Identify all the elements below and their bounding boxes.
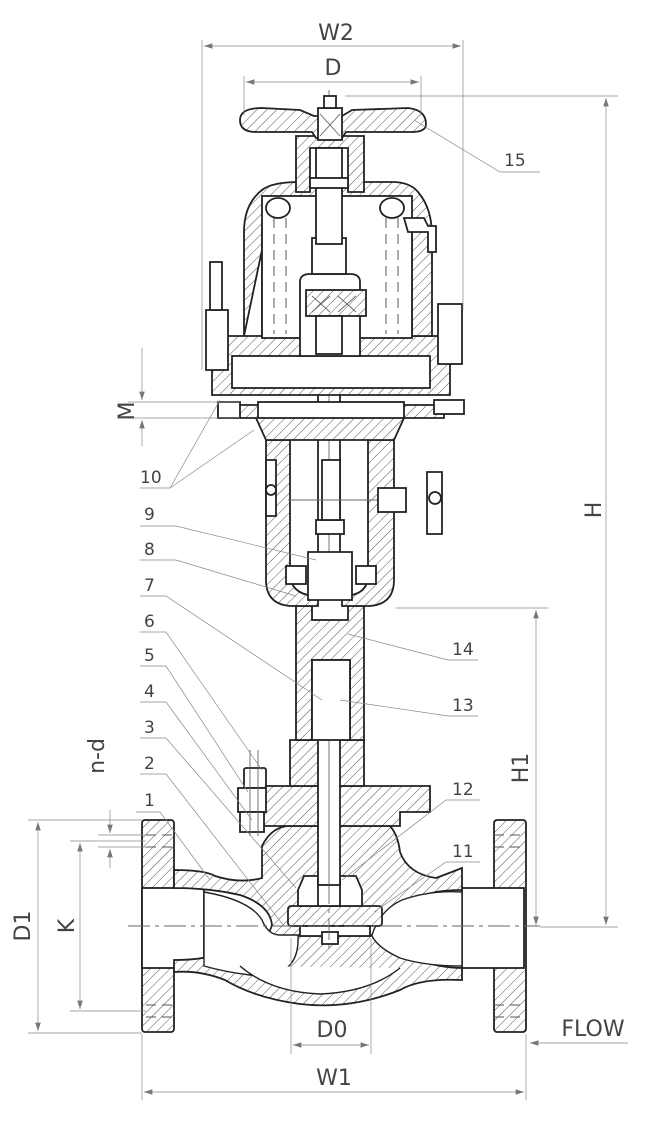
dim-h1-label: H1 (509, 753, 534, 784)
flow-label: FLOW (561, 1017, 624, 1042)
dim-nd-label: n-d (85, 738, 110, 774)
leader-lines (136, 119, 540, 927)
handwheel (239, 95, 427, 141)
part-number-7: 7 (144, 576, 155, 596)
part-number-labels: 15 14 13 12 11 10 9 8 7 6 5 4 3 2 1 (140, 151, 526, 862)
part-number-2: 2 (144, 754, 155, 774)
part-number-13: 13 (452, 696, 474, 716)
dim-w2-label: W2 (318, 21, 354, 46)
dim-m-label: M (115, 402, 140, 421)
part-number-5: 5 (144, 646, 155, 666)
part-number-3: 3 (144, 718, 155, 738)
dim-d1-label: D1 (11, 911, 36, 942)
dim-d-label: D (325, 56, 342, 81)
part-number-10: 10 (140, 468, 162, 488)
part-number-11: 11 (452, 842, 474, 862)
part-number-12: 12 (452, 780, 474, 800)
stem-assembly (265, 364, 443, 886)
part-number-15: 15 (504, 151, 526, 171)
part-number-1: 1 (144, 791, 155, 811)
dim-h-label: H (582, 502, 607, 519)
part-number-6: 6 (144, 612, 155, 632)
actuator (205, 135, 465, 441)
dim-d0-label: D0 (317, 1018, 348, 1043)
dimension-labels: W2 D H H1 M n-d D1 K D0 W1 FLOW (11, 21, 625, 1091)
dimension-lines (28, 40, 628, 1100)
part-number-9: 9 (144, 505, 155, 525)
dim-w1-label: W1 (316, 1066, 352, 1091)
part-number-14: 14 (452, 640, 474, 660)
part-number-4: 4 (144, 682, 155, 702)
part-number-8: 8 (144, 540, 155, 560)
dim-k-label: K (55, 918, 80, 933)
